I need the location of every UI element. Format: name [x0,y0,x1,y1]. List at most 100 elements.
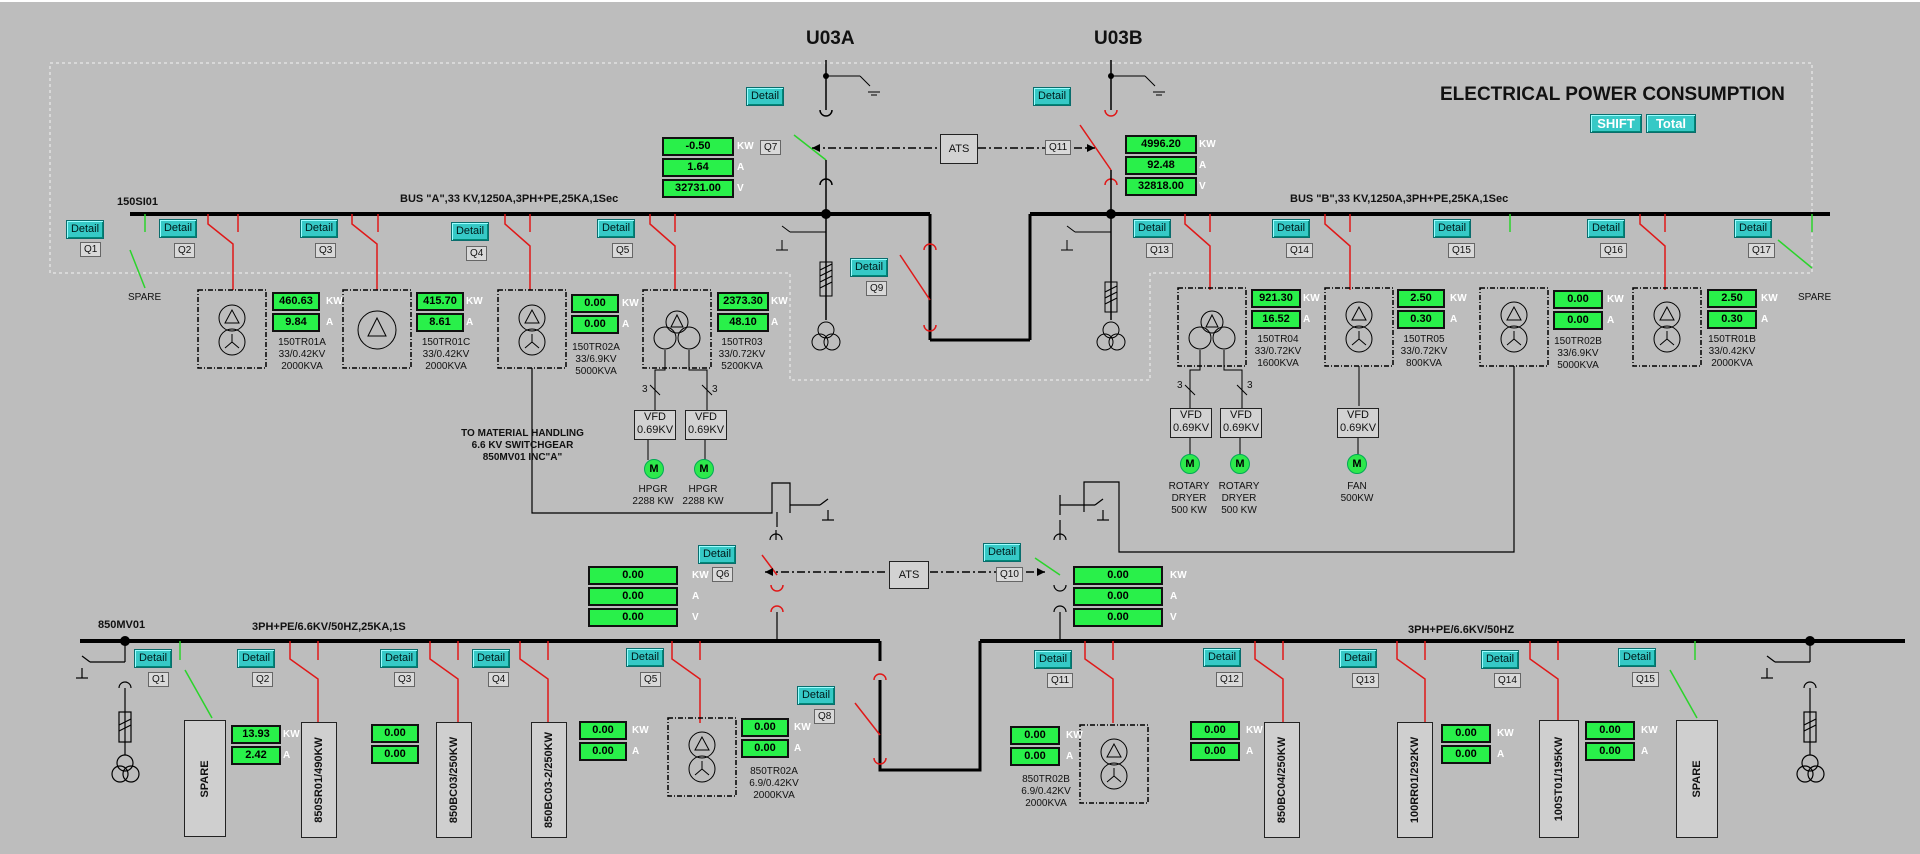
unit-v: V [692,612,699,623]
lower-q15-load: SPARE [1676,720,1718,838]
upper-q11-tag: Q11 [1045,140,1072,155]
detail-button-upper-q13[interactable]: Detail [1133,219,1171,238]
upper-q13-tag: Q13 [1146,243,1173,258]
upper-q15-a: 0.00 [1553,311,1603,330]
lower-q12-tag: Q12 [1216,672,1243,687]
lower-q13-a: 0.00 [1441,745,1491,764]
detail-button-lower-q1[interactable]: Detail [134,649,172,668]
unit-kw: KW [1761,293,1778,304]
detail-button-upper-q5[interactable]: Detail [597,219,635,238]
lower-q13-load: 100RR01/292KW [1397,722,1433,838]
lower-q10-tag: Q10 [996,567,1023,582]
detail-button-lower-q3[interactable]: Detail [380,649,418,668]
lower-q1-tag: Q1 [148,672,170,687]
upper-q5-kw: 2373.30 [717,292,769,311]
detail-button-upper-q15[interactable]: Detail [1433,219,1471,238]
unit-v: V [1199,181,1206,192]
upper-q9-tag: Q9 [866,281,888,296]
shift-button[interactable]: SHIFT [1590,114,1642,133]
detail-button-lower-q6[interactable]: Detail [698,545,736,564]
upper-q16-a: 0.30 [1707,310,1757,329]
lower-q14-kw: 0.00 [1585,721,1635,740]
upper-q2-kw: 460.63 [272,292,320,311]
detail-button-upper-q9[interactable]: Detail [850,258,888,277]
lower-q12-a: 0.00 [1190,742,1240,761]
lower-q10-kw: 0.00 [1073,566,1163,585]
upper-q17-spare: SPARE [1798,292,1832,303]
detail-button-upper-q17[interactable]: Detail [1734,219,1772,238]
upper-enclosure [49,62,1813,381]
unit-kw: KW [466,296,483,307]
incomer-u03a-label: U03A [806,28,855,49]
detail-button-lower-q5[interactable]: Detail [626,648,664,667]
detail-button-lower-q14[interactable]: Detail [1481,650,1519,669]
lower-q11-tag: Q11 [1047,673,1074,688]
upper-q2-tag: Q2 [174,243,196,258]
upper-q13-a: 16.52 [1251,310,1301,329]
lower-q6-tag: Q6 [712,567,734,582]
detail-button-upper-q14[interactable]: Detail [1272,219,1310,238]
unit-kw: KW [632,725,649,736]
detail-button-lower-q15[interactable]: Detail [1618,648,1656,667]
unit-a: A [794,743,802,754]
detail-button-upper-q4[interactable]: Detail [451,222,489,241]
detail-button-lower-q8[interactable]: Detail [797,686,835,705]
upper-q14-kw: 2.50 [1397,289,1445,308]
detail-button-upper-q2[interactable]: Detail [159,219,197,238]
upper-q3-kw: 415.70 [416,292,464,311]
unit-kw: KW [692,570,709,581]
lower-q10-v: 0.00 [1073,608,1163,627]
upper-q13-kw: 921.30 [1251,289,1301,308]
detail-button-upper-q11[interactable]: Detail [1033,87,1071,106]
unit-kw: KW [794,722,811,733]
detail-button-upper-q1[interactable]: Detail [66,220,104,239]
lower-q6-a: 0.00 [588,587,678,606]
unit-kw: KW [1641,725,1658,736]
motor-icon-hpgr-1: M [644,459,664,479]
lower-q1-kw: 13.93 [231,725,281,744]
detail-button-lower-q13[interactable]: Detail [1339,649,1377,668]
detail-button-lower-q10[interactable]: Detail [983,543,1021,562]
detail-button-lower-q4[interactable]: Detail [472,649,510,668]
detail-button-upper-q16[interactable]: Detail [1587,219,1625,238]
lower-q3-load: 850BC03/250KW [436,722,472,838]
detail-button-upper-q3[interactable]: Detail [300,219,338,238]
lower-q13-kw: 0.00 [1441,724,1491,743]
unit-kw: KW [1303,293,1320,304]
lower-q3-a: 0.00 [371,745,419,764]
lower-bus-b-label: 3PH+PE/6.6KV/50HZ [1408,624,1515,636]
unit-a: A [632,746,640,757]
lower-q1-a: 2.42 [231,746,281,765]
unit-a: A [1607,315,1615,326]
lower-ats-box: ATS [889,561,929,589]
unit-a: A [1641,746,1649,757]
detail-button-lower-q11[interactable]: Detail [1034,650,1072,669]
unit-a: A [1246,746,1254,757]
upper-q4-a: 0.00 [571,315,619,334]
motor-icon-hpgr-2: M [694,459,714,479]
lower-q14-a: 0.00 [1585,742,1635,761]
upper-ats-box: ATS [940,134,978,164]
unit-a: A [622,319,630,330]
unit-a: A [283,750,291,761]
lower-q5-kw: 0.00 [579,721,627,740]
detail-button-lower-q2[interactable]: Detail [237,649,275,668]
total-button[interactable]: Total [1646,114,1696,133]
unit-a: A [1199,160,1207,171]
detail-button-upper-q7[interactable]: Detail [746,87,784,106]
detail-button-lower-q12[interactable]: Detail [1203,648,1241,667]
unit-kw: KW [1450,293,1467,304]
upper-q16-tag: Q16 [1600,243,1627,258]
unit-kw: KW [1246,725,1263,736]
upper-q11-a: 92.48 [1125,156,1197,175]
